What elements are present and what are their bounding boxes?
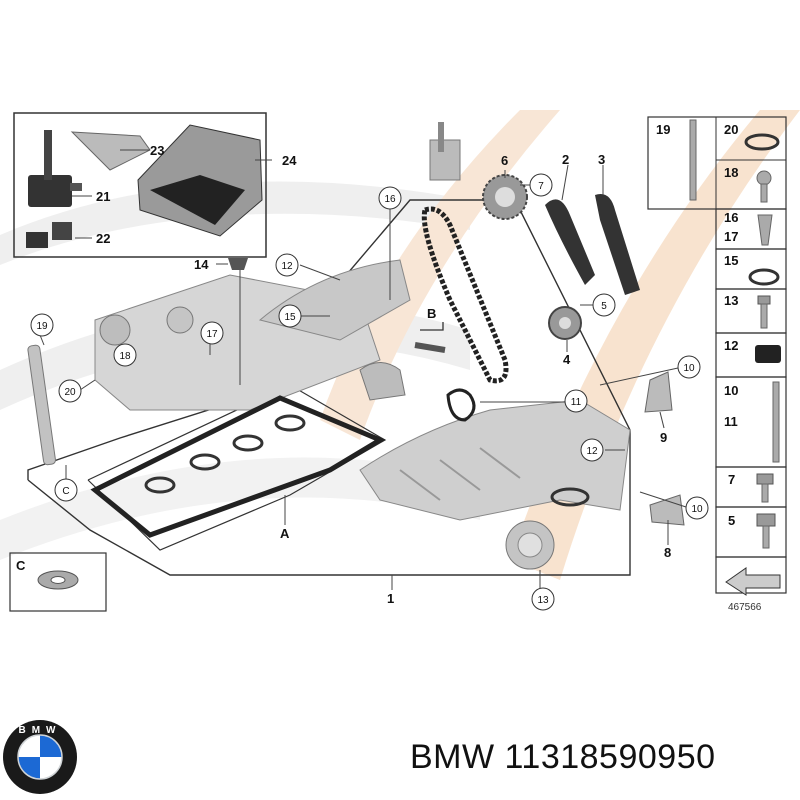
label-b: B (427, 306, 436, 321)
svg-text:C: C (62, 486, 69, 497)
valve-cover-gasket (90, 395, 386, 538)
tool-21-shape (28, 175, 72, 207)
side-panel: 19 20 18 16 17 15 13 12 10 11 7 5 (647, 116, 787, 613)
part-number-title: BMW 11318590950 (410, 738, 716, 776)
vacuum-pump (359, 362, 406, 401)
svg-text:18: 18 (119, 351, 131, 362)
svg-text:12: 12 (281, 261, 293, 272)
label-circle-13: 13 (531, 587, 555, 611)
label-22: 22 (96, 231, 110, 246)
bracket-9 (644, 371, 673, 413)
label-circle-7: 7 (529, 173, 553, 197)
side-label-18: 18 (724, 165, 738, 180)
label-a: A (280, 526, 290, 541)
plain-labels: 23 24 21 22 14 6 2 3 B 4 9 8 A 1 (96, 143, 671, 606)
tool-22-shape (26, 232, 48, 248)
adjuster-4 (548, 306, 582, 340)
label-4: 4 (563, 352, 571, 367)
side-label-11: 11 (724, 414, 738, 429)
label-8: 8 (664, 545, 671, 560)
label-circle-17: 17 (200, 321, 224, 345)
throttle-body (505, 487, 590, 570)
svg-text:10: 10 (683, 363, 695, 374)
inset-c-label: C (16, 558, 26, 573)
label-circle-c: C (54, 478, 78, 502)
svg-text:15: 15 (284, 312, 296, 323)
svg-text:10: 10 (691, 504, 703, 515)
gasket-11 (446, 388, 476, 422)
leader-lines (39, 149, 687, 590)
bmw-logo-letters: BMW (19, 725, 62, 736)
label-circle-10b: 10 (685, 496, 709, 520)
label-circle-10a: 10 (677, 355, 701, 379)
side-label-15: 15 (724, 253, 738, 268)
label-circle-12a: 12 (275, 253, 299, 277)
side-label-20: 20 (724, 122, 738, 137)
side-label-5: 5 (728, 513, 735, 528)
label-circle-12b: 12 (580, 438, 604, 462)
label-circle-20: 20 (58, 379, 82, 403)
label-circle-11: 11 (564, 389, 588, 413)
label-9: 9 (660, 430, 667, 445)
circled-labels: 7 16 12 15 17 18 19 20 C 5 10 11 12 10 1… (30, 173, 709, 611)
bolt-b (414, 322, 446, 353)
injector (27, 344, 56, 466)
label-14: 14 (194, 257, 209, 272)
svg-text:16: 16 (384, 194, 396, 205)
rail-3 (595, 194, 640, 295)
sprocket-6 (482, 174, 528, 220)
label-6: 6 (501, 153, 508, 168)
label-circle-5: 5 (592, 293, 616, 317)
part-14-clip (228, 258, 248, 270)
tool-23-shape (70, 131, 151, 171)
svg-text:5: 5 (601, 301, 607, 312)
side-label-19: 19 (656, 122, 670, 137)
svg-text:11: 11 (571, 397, 582, 408)
label-23: 23 (150, 143, 164, 158)
rail-2 (545, 199, 595, 285)
side-label-17: 17 (724, 229, 738, 244)
side-label-12: 12 (724, 338, 738, 353)
inset-c-box (9, 552, 107, 612)
arrow-icon (725, 567, 781, 596)
svg-text:17: 17 (206, 329, 218, 340)
label-21: 21 (96, 189, 110, 204)
label-2: 2 (562, 152, 569, 167)
svg-text:13: 13 (537, 595, 549, 606)
timing-chain (421, 122, 509, 384)
side-label-13: 13 (724, 293, 738, 308)
svg-text:12: 12 (586, 446, 598, 457)
label-24: 24 (282, 153, 297, 168)
bracket-8 (649, 494, 685, 526)
svg-text:7: 7 (538, 181, 544, 192)
svg-text:19: 19 (36, 321, 48, 332)
label-circle-18: 18 (113, 343, 137, 367)
tool-kit-box (13, 112, 267, 258)
bmw-logo: BMW (3, 720, 77, 794)
label-circle-16: 16 (378, 186, 402, 210)
side-label-7: 7 (728, 472, 735, 487)
label-circle-15: 15 (278, 304, 302, 328)
label-1: 1 (387, 591, 394, 606)
side-label-10: 10 (724, 383, 738, 398)
label-circle-19: 19 (30, 313, 54, 337)
side-label-16: 16 (724, 210, 738, 225)
svg-text:20: 20 (64, 387, 76, 398)
reference-number: 467566 (728, 602, 762, 613)
label-3: 3 (598, 152, 605, 167)
